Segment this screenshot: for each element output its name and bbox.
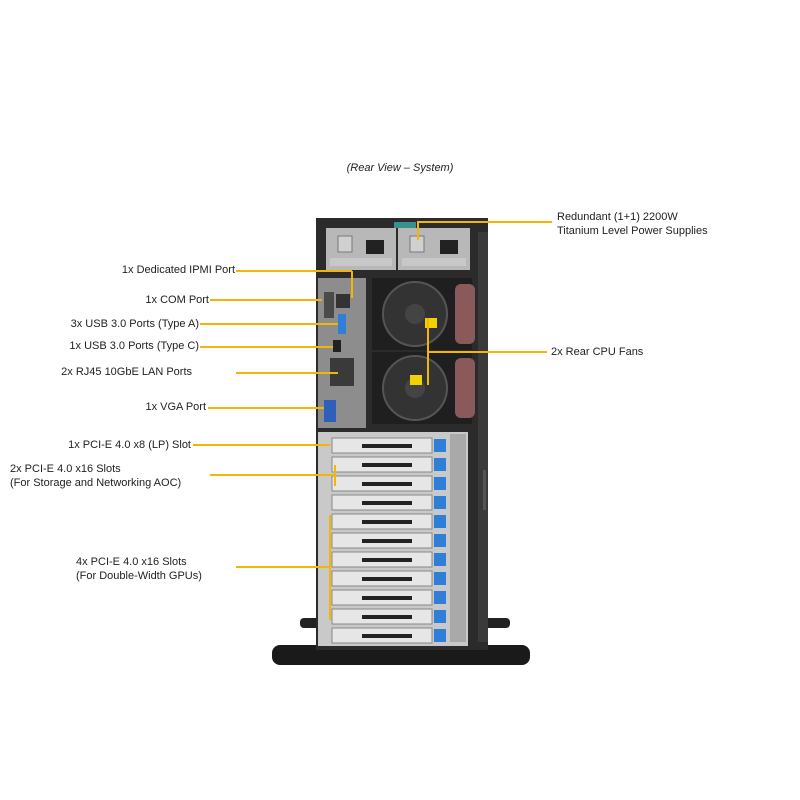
label-power-supplies: Redundant (1+1) 2200W Titanium Level Pow… <box>557 210 708 238</box>
pcie-slot-vent <box>362 482 412 486</box>
psu-handle <box>394 222 416 228</box>
vga-port <box>324 400 336 422</box>
pcie-slot-vent <box>362 501 412 505</box>
side-latch <box>483 470 486 510</box>
pcie-latch <box>434 439 446 452</box>
leader-lines <box>193 221 552 620</box>
label-pcie-x16-gpu: 4x PCI-E 4.0 x16 Slots (For Double-Width… <box>76 555 202 583</box>
pcie-slot-vent <box>362 596 412 600</box>
label-power-supplies-line2: Titanium Level Power Supplies <box>557 225 708 237</box>
label-usb-type-a: 3x USB 3.0 Ports (Type A) <box>70 318 199 330</box>
pcie-slot-vent <box>362 634 412 638</box>
pcie-slot-vent <box>362 558 412 562</box>
pcie-latch <box>434 458 446 471</box>
pcie-slot-vent <box>362 444 412 448</box>
label-pcie-x8-lp: 1x PCI-E 4.0 x8 (LP) Slot <box>68 439 191 451</box>
ipmi-port <box>336 294 350 308</box>
label-pcie-x16-gpu-line1: 4x PCI-E 4.0 x16 Slots <box>76 556 187 568</box>
label-power-supplies-line1: Redundant (1+1) 2200W <box>557 211 678 223</box>
label-cpu-fans: 2x Rear CPU Fans <box>551 346 644 358</box>
com-port <box>324 292 334 318</box>
pcie-slot-vent <box>362 539 412 543</box>
cpu-fan-bottom <box>372 352 475 424</box>
usb-type-a-ports <box>338 314 346 334</box>
label-com-port: 1x COM Port <box>145 294 209 306</box>
label-pcie-x16-aoc: 2x PCI-E 4.0 x16 Slots (For Storage and … <box>10 462 181 490</box>
usb-type-c-port <box>333 340 341 352</box>
leader-power-supplies <box>417 221 552 240</box>
label-pcie-x16-gpu-line2: (For Double-Width GPUs) <box>76 570 202 582</box>
pcie-slots <box>331 437 433 644</box>
vent-grille <box>450 434 466 642</box>
cpu-fan-top <box>372 278 475 350</box>
label-lan-ports: 2x RJ45 10GbE LAN Ports <box>61 366 192 378</box>
label-vga-port: 1x VGA Port <box>145 401 206 413</box>
pcie-latch <box>434 629 446 642</box>
label-ipmi-port: 1x Dedicated IPMI Port <box>121 264 235 276</box>
pcie-latch <box>434 610 446 623</box>
pcie-latch <box>434 591 446 604</box>
pcie-latch <box>434 534 446 547</box>
chassis-side-panel <box>478 232 488 642</box>
pcie-latch <box>434 553 446 566</box>
pcie-slot-vent <box>362 463 412 467</box>
label-usb-type-c: 1x USB 3.0 Ports (Type C) <box>69 340 199 352</box>
power-supply-2 <box>398 228 470 270</box>
pcie-latch <box>434 515 446 528</box>
pcie-latch <box>434 496 446 509</box>
label-pcie-x16-aoc-line1: 2x PCI-E 4.0 x16 Slots <box>10 463 121 475</box>
pcie-latches <box>434 439 446 642</box>
pcie-latch <box>434 477 446 490</box>
pcie-slot-vent <box>362 520 412 524</box>
label-pcie-x16-aoc-line2: (For Storage and Networking AOC) <box>10 477 182 489</box>
diagram-caption: (Rear View – System) <box>346 162 454 174</box>
pcie-latch <box>434 572 446 585</box>
pcie-slot-vent <box>362 615 412 619</box>
power-supply-1 <box>326 228 396 270</box>
pcie-slot-vent <box>362 577 412 581</box>
